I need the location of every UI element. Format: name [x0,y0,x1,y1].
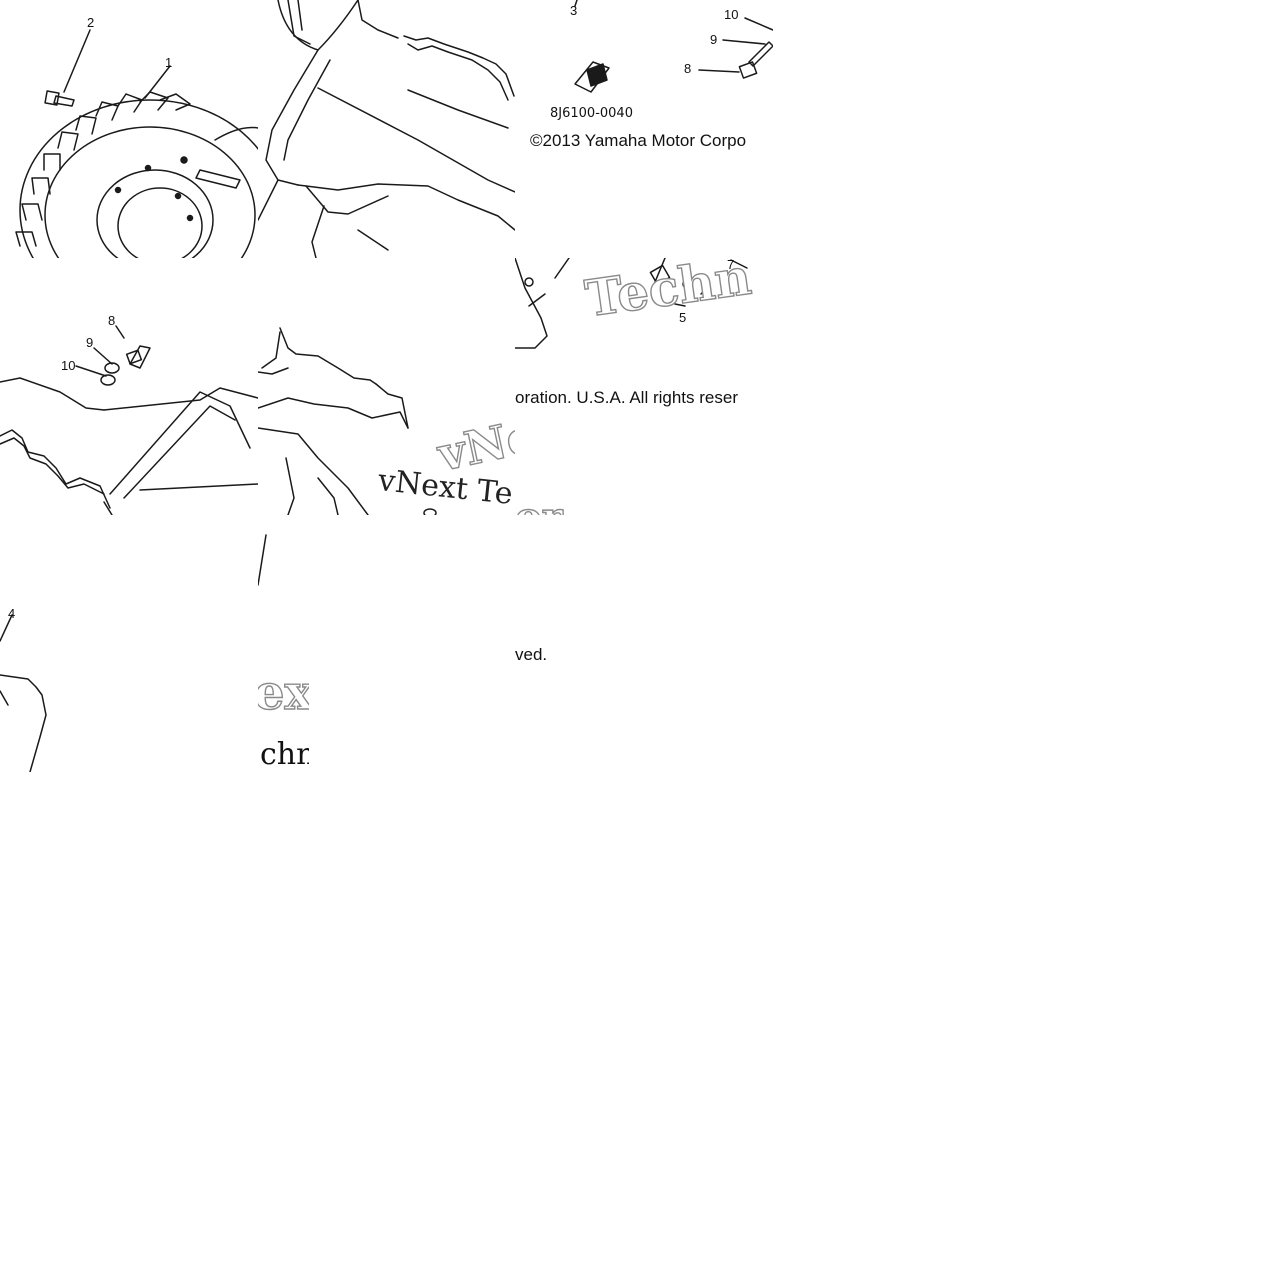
callout-1: 1 [165,55,173,70]
right-middle-drawing [515,258,748,349]
watermark-or: or [515,493,563,515]
tile-shroud-left: 8 9 10 [0,258,258,515]
bottom-middle-drawing [258,534,267,586]
callout-8-top: 8 [684,61,692,76]
tile-duct: vNext Te vNe [258,258,515,515]
tile-bottom-middle: ex chn [258,515,309,772]
callout-6: 6 [703,285,711,300]
part-code: 8J6100-0040 [550,106,633,121]
copyright-text-3: ved. [515,645,548,664]
callout-10-top: 10 [724,7,739,22]
callout-8-mid: 8 [108,313,116,328]
duct-drawing [258,327,437,515]
callout-9-top: 9 [710,32,718,47]
watermark-chn: chn [260,737,309,772]
callout-10-mid: 10 [61,358,76,373]
shroud-left-drawing [0,325,258,515]
tile-cover: 4 [0,515,258,772]
flywheel-fan-drawing [15,29,258,258]
tile-parts-detail: 3 10 9 8 8J6100-0040 ©2013 Yamaha Motor … [515,0,773,258]
callout-9-mid: 9 [86,335,94,350]
cover-drawing [0,614,47,772]
callout-2: 2 [87,15,95,30]
tile-flywheel-fan: 2 1 [0,0,258,258]
tile-right-middle: 7 6 5 Techn oration. U.S.A. All rights r… [515,258,773,515]
copyright-text-2: oration. U.S.A. All rights reser [515,388,738,407]
parts-detail-drawing [574,0,773,93]
shroud-top-drawing [258,0,515,258]
callout-4: 4 [8,606,16,621]
callout-3: 3 [570,3,578,18]
tile-shroud-top [258,0,515,258]
copyright-text-1: ©2013 Yamaha Motor Corpo [530,131,747,150]
callout-7: 7 [727,258,735,272]
watermark-ex: ex [258,664,309,721]
callout-5: 5 [679,310,687,325]
